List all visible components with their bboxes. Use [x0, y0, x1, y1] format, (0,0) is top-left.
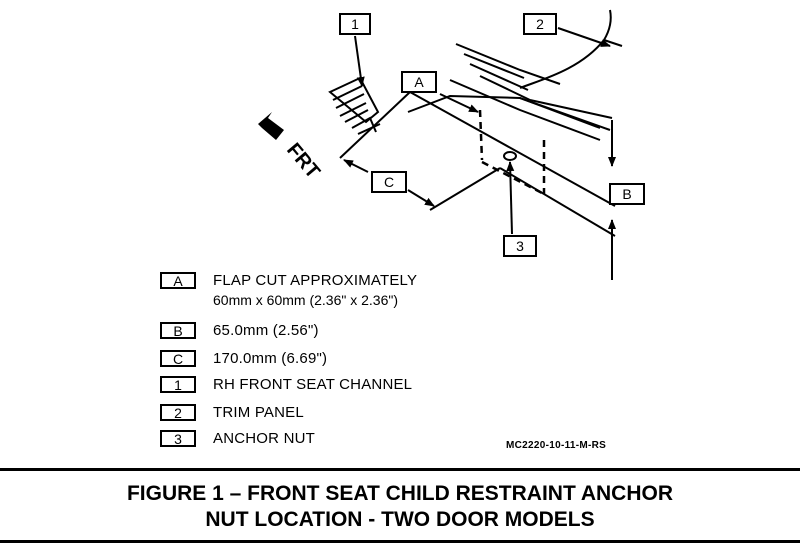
- legend-text-secondary: 60mm x 60mm (2.36" x 2.36"): [213, 292, 399, 308]
- figure-code: MC2220-10-11-M-RS: [506, 440, 607, 451]
- svg-text:1: 1: [351, 16, 359, 32]
- legend-text: 170.0mm (6.69"): [213, 350, 328, 367]
- callout-a: A: [401, 71, 437, 93]
- bottom-rule: [0, 540, 800, 543]
- legend-text: ANCHOR NUT: [213, 430, 315, 447]
- callout-3: 3: [503, 235, 537, 257]
- legend-item-1: 1 RH FRONT SEAT CHANNEL: [160, 376, 580, 398]
- legend-key: C: [160, 350, 196, 367]
- callout-b: B: [609, 183, 645, 205]
- flap-cut-outline: [478, 109, 546, 196]
- floor-surface: [339, 91, 616, 237]
- trim-panel: [407, 9, 623, 141]
- legend-text: RH FRONT SEAT CHANNEL: [213, 376, 413, 393]
- front-arrow-icon: [258, 112, 284, 140]
- svg-text:A: A: [414, 74, 424, 90]
- svg-text:C: C: [384, 174, 394, 190]
- legend-text: 65.0mm (2.56"): [213, 322, 319, 339]
- top-rule: [0, 468, 800, 471]
- legend-key: B: [160, 322, 196, 339]
- legend-text: FLAP CUT APPROXIMATELY: [213, 272, 418, 289]
- caption-line-1: FIGURE 1 – FRONT SEAT CHILD RESTRAINT AN…: [126, 482, 673, 505]
- legend-text: TRIM PANEL: [213, 404, 304, 421]
- legend-item-a: A FLAP CUT APPROXIMATELY 60mm x 60mm (2.…: [160, 272, 580, 308]
- callout-1: 1: [339, 13, 371, 35]
- legend-key: 1: [160, 376, 196, 393]
- callout-2: 2: [523, 13, 557, 35]
- legend-item-2: 2 TRIM PANEL: [160, 404, 580, 426]
- caption-line-2: NUT LOCATION - TWO DOOR MODELS: [205, 508, 595, 531]
- legend-item-c: C 170.0mm (6.69"): [160, 350, 580, 372]
- seat-channel: [328, 76, 381, 135]
- anchor-location-diagram: FRT 1 2 A B C 3: [258, 9, 645, 280]
- anchor-nut-mark: [503, 151, 517, 161]
- svg-text:3: 3: [516, 238, 524, 254]
- front-arrow: FRT: [258, 112, 324, 183]
- front-label: FRT: [282, 139, 324, 183]
- callout-c: C: [371, 171, 407, 193]
- svg-text:2: 2: [536, 16, 544, 32]
- legend-item-3: 3 ANCHOR NUT: [160, 430, 580, 452]
- legend-item-b: B 65.0mm (2.56"): [160, 322, 580, 344]
- svg-text:B: B: [622, 186, 631, 202]
- legend-key: A: [160, 272, 196, 289]
- legend-key: 2: [160, 404, 196, 421]
- legend-key: 3: [160, 430, 196, 447]
- dimension-lines: [343, 27, 616, 280]
